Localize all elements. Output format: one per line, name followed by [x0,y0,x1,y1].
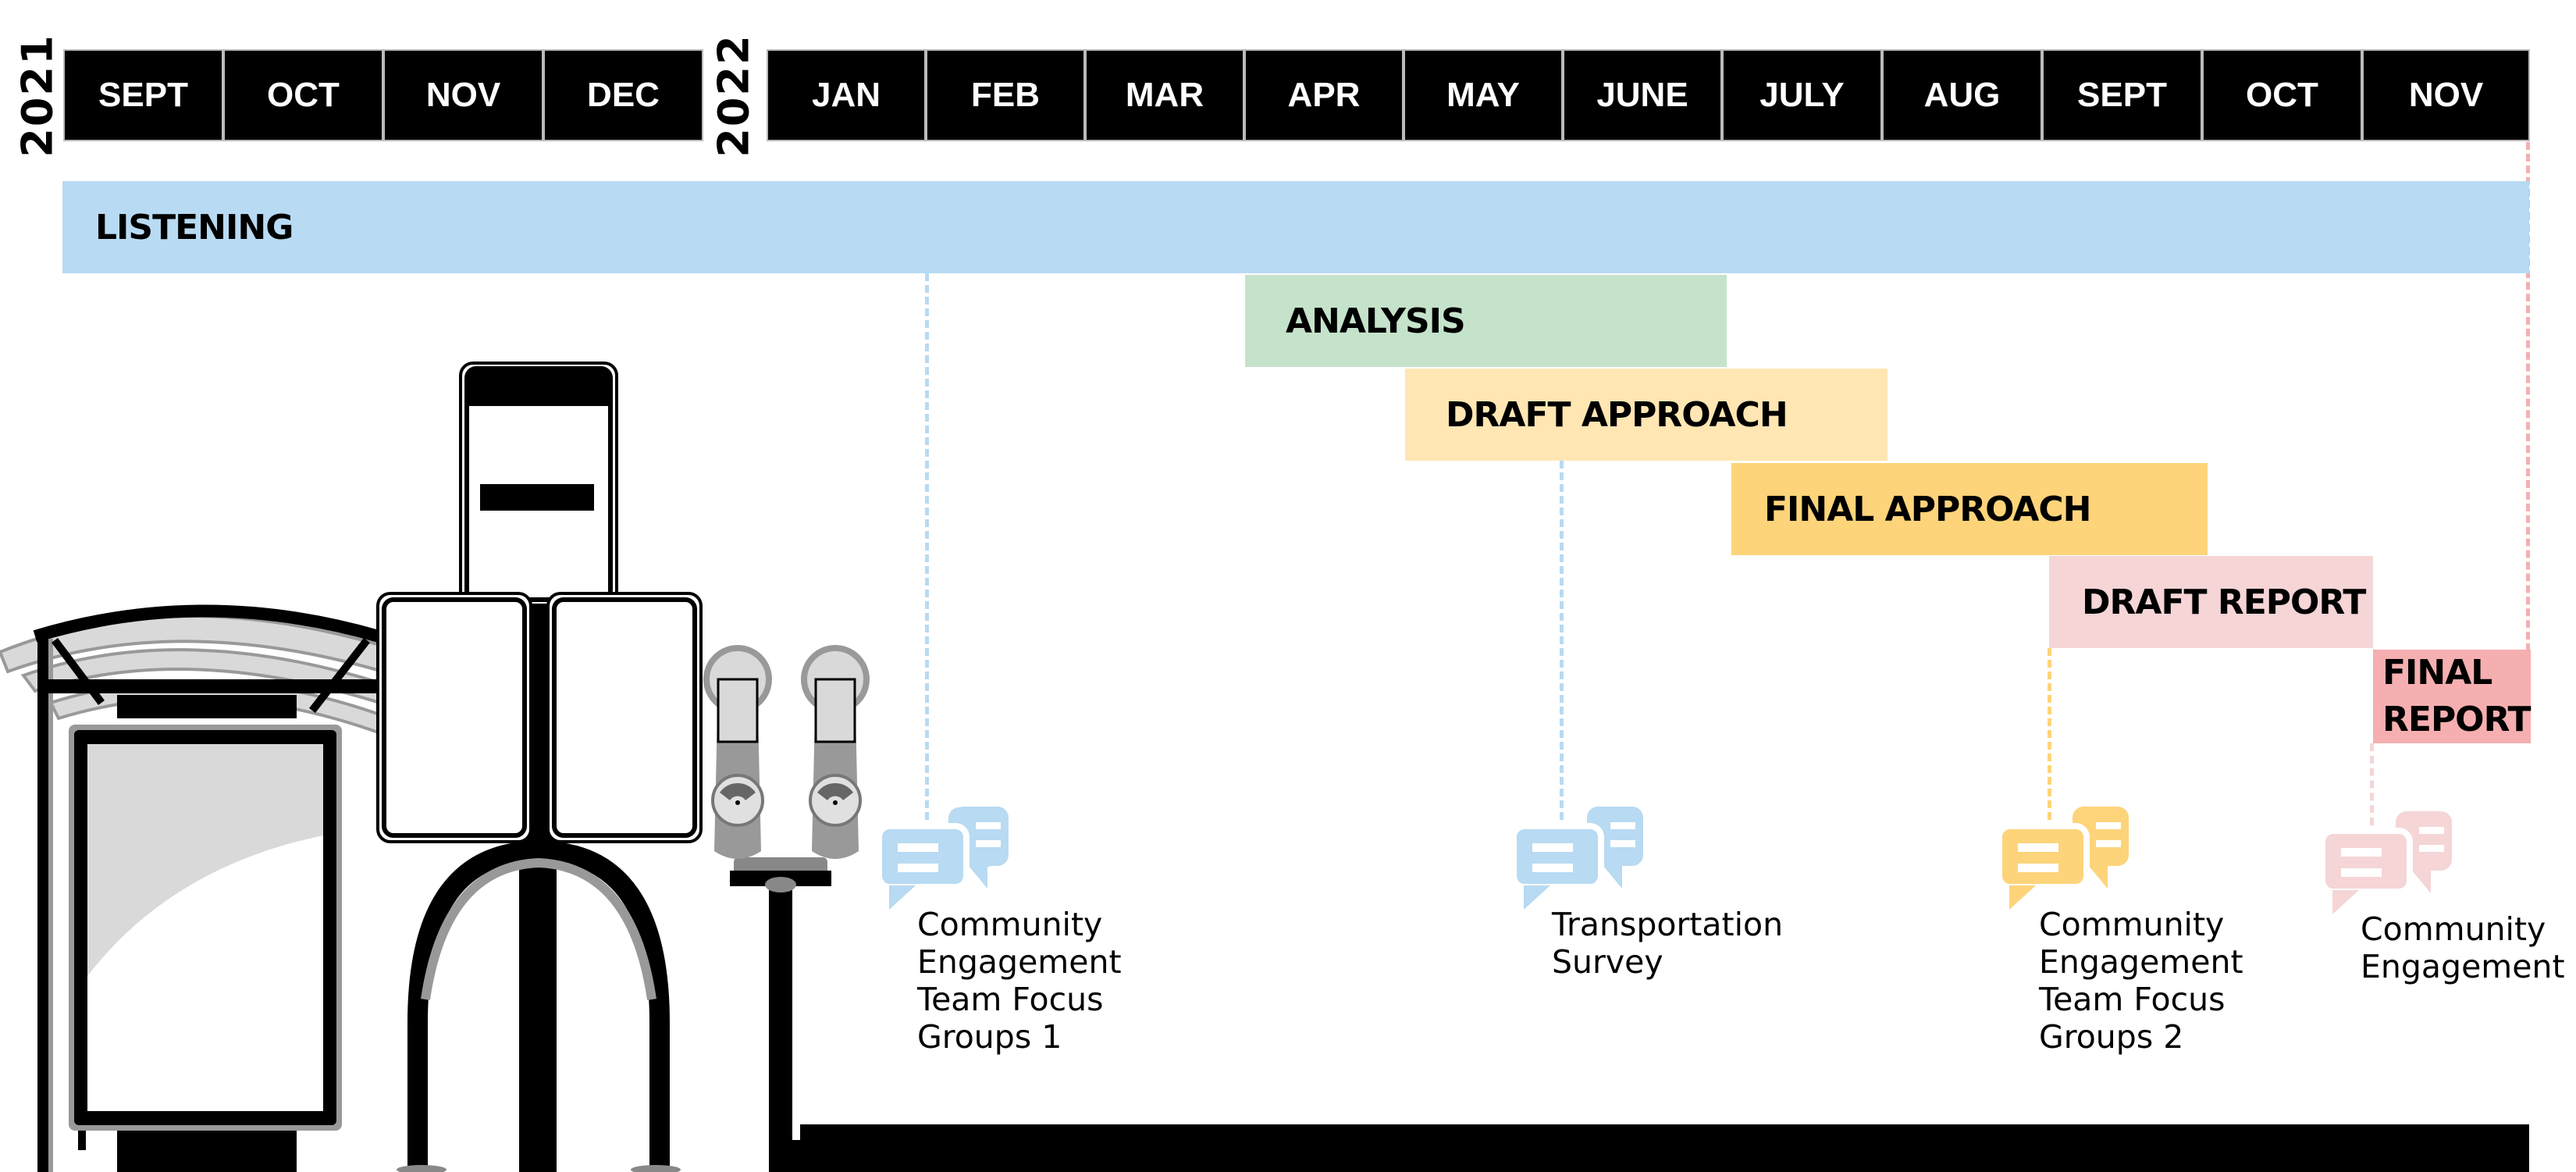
phase-final-report: FINAL REPORT [2373,650,2532,743]
event-label-line: Engagement [917,943,1122,981]
phase-label: ANALYSIS [1286,301,1466,341]
month-may-2022: MAY [1404,49,1563,141]
month-apr-2022: APR [1244,49,1404,141]
chat-bubbles-icon [1996,807,2129,910]
phase-label: LISTENING [95,207,294,248]
month-aug-2022: AUG [1882,49,2042,141]
month-mar-2022: MAR [1085,49,1244,141]
guide-line-end [2526,142,2530,651]
event-label-line: Community [2039,906,2225,943]
event-label-line: Groups 1 [917,1018,1062,1056]
guide-line-june [1560,461,1564,820]
event-label-line: Engagement [2361,948,2565,985]
event-focus-groups-2: Community Engagement Team Focus Groups 2 [1996,804,2243,1056]
event-label-line: Community [917,906,1103,943]
event-label-line: Engagement [2039,943,2243,981]
street-illustration [0,362,906,1172]
year-label-2021: 2021 [12,33,62,158]
phase-label: FINAL APPROACH [1764,489,2091,529]
event-focus-groups-1: Community Engagement Team Focus Groups 1 [876,804,1122,1056]
month-oct-2021: OCT [223,49,383,141]
month-june-2022: JUNE [1563,49,1722,141]
chat-bubbles-icon [2319,811,2452,914]
event-community-engagement: Community Engagement [2319,809,2565,985]
event-label-line: Team Focus [2039,981,2226,1018]
month-sept-2021: SEPT [63,49,223,141]
event-transportation-survey: Transportation Survey [1510,804,1783,981]
year-label-2022: 2022 [709,33,759,158]
month-nov-2021: NOV [383,49,543,141]
month-nov-2022: NOV [2362,49,2530,141]
event-label-line: Survey [1552,943,1663,981]
phase-final-approach: FINAL APPROACH [1731,463,2208,555]
event-label-line: Transportation [1552,906,1784,943]
month-oct-2022: OCT [2202,49,2362,141]
bike-rack-icon [397,840,681,1172]
phase-draft-report: DRAFT REPORT [2049,556,2373,648]
parking-meter-icon [703,645,906,1172]
event-label-line: Community [2361,910,2546,948]
guide-line-sept [2048,648,2051,820]
month-feb-2022: FEB [926,49,1085,141]
month-sept-2022: SEPT [2042,49,2202,141]
phase-label: DRAFT REPORT [2082,582,2366,622]
chat-bubbles-icon [1510,807,1643,910]
phase-label: DRAFT APPROACH [1446,394,1788,435]
phase-analysis: ANALYSIS [1245,275,1727,367]
ground-baseline [800,1124,2529,1172]
phase-label-line: REPORT [2382,700,2532,739]
chat-bubbles-icon [876,807,1009,910]
month-jan-2022: JAN [767,49,926,141]
event-label-line: Team Focus [917,981,1104,1018]
month-july-2022: JULY [1722,49,1882,141]
guide-line-nov [2370,743,2374,825]
event-label-line: Groups 2 [2039,1018,2184,1056]
phase-listening: LISTENING [62,181,2529,273]
guide-line-feb [925,273,929,820]
phase-label-line: FINAL [2382,653,2492,693]
street-sign-icon [376,362,703,1172]
phase-draft-approach: DRAFT APPROACH [1405,369,1888,461]
month-dec-2021: DEC [543,49,703,141]
